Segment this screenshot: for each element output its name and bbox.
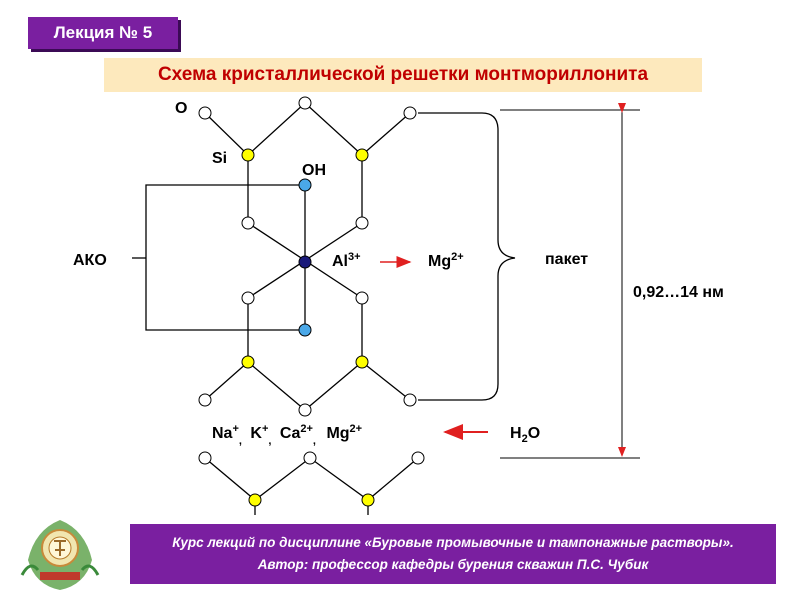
label-water: H2O: [510, 425, 540, 445]
silicon-atom: [241, 355, 255, 369]
dimension-line: [500, 103, 640, 459]
lecture-badge: Лекция № 5: [28, 17, 178, 49]
oxygen-atom: [355, 216, 369, 230]
atoms: [198, 96, 425, 507]
oxygen-atom: [403, 106, 417, 120]
oxygen-atom: [198, 451, 212, 465]
footer-author: Автор: профессор кафедры бурения скважин…: [257, 557, 649, 572]
footer-banner: Курс лекций по дисциплине «Буровые промы…: [130, 524, 776, 584]
label-o: O: [175, 100, 187, 117]
label-oh: OH: [302, 162, 326, 179]
exchange-cations: Na+, K+, Ca2+, Mg2+: [212, 423, 362, 448]
hydroxyl-atom: [298, 323, 312, 337]
oxygen-atom: [298, 403, 312, 417]
oxygen-atom: [303, 451, 317, 465]
packet-brace: [418, 112, 516, 401]
diagram-title: Схема кристаллической решетки монтморилл…: [104, 58, 702, 92]
hydroxyl-atom: [298, 178, 312, 192]
oxygen-atom: [198, 393, 212, 407]
label-si: Si: [212, 150, 227, 167]
label-mg-substitute: Mg2+: [428, 251, 464, 270]
label-packet: пакет: [545, 251, 588, 268]
oxygen-atom: [298, 96, 312, 110]
silicon-atom: [355, 355, 369, 369]
footer-course: Курс лекций по дисциплине «Буровые промы…: [172, 535, 734, 550]
university-emblem: [20, 520, 100, 590]
oxygen-atom: [355, 291, 369, 305]
label-thickness: 0,92…14 нм: [633, 284, 724, 301]
ako-bracket: [132, 184, 305, 331]
silicon-atom: [355, 148, 369, 162]
silicon-atom: [248, 493, 262, 507]
oxygen-atom: [241, 291, 255, 305]
oxygen-atom: [241, 216, 255, 230]
label-al: Al3+: [332, 251, 361, 270]
aluminium-atom: [298, 255, 312, 269]
silicon-atom: [361, 493, 375, 507]
label-ako: АКО: [73, 252, 107, 269]
oxygen-atom: [198, 106, 212, 120]
oxygen-atom: [411, 451, 425, 465]
oxygen-atom: [403, 393, 417, 407]
silicon-atom: [241, 148, 255, 162]
